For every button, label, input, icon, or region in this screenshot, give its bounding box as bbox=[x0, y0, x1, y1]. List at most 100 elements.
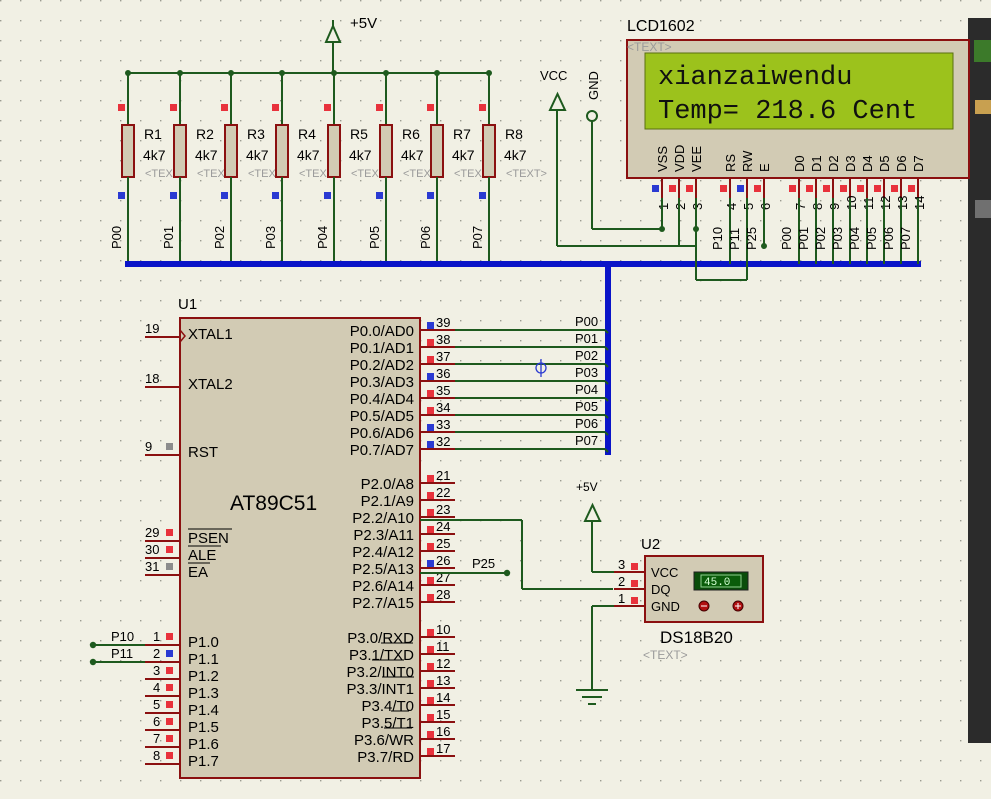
mcu-pin-name: P2.0/A8 bbox=[361, 476, 414, 493]
mcu-pin-name: P3.0/RXD bbox=[347, 630, 414, 647]
lcd-pin-d0[interactable]: D07 bbox=[789, 155, 808, 210]
resistor-value: 4k7 bbox=[143, 147, 166, 163]
sensor-pin-name: GND bbox=[651, 599, 680, 614]
lcd-pin-name: RW bbox=[740, 150, 755, 172]
lcd-pin-d2[interactable]: D29 bbox=[823, 155, 842, 210]
lcd1602-display[interactable]: xianzaiwendu Temp= 218.6 Cent LCD1602 <T… bbox=[626, 18, 970, 281]
cursor-crosshair-icon bbox=[535, 359, 547, 377]
plus5v-sensor-label: +5V bbox=[576, 480, 598, 494]
bus-net-label: P03 bbox=[575, 365, 598, 380]
lcd-pin-number: 11 bbox=[861, 197, 876, 211]
sensor-pin-dq[interactable]: 2DQ bbox=[614, 574, 671, 597]
lcd-pin-rs[interactable]: RS4 bbox=[720, 154, 739, 210]
lcd-pin-d1[interactable]: D18 bbox=[806, 155, 825, 210]
resistor-net-label: P04 bbox=[315, 226, 330, 249]
lcd-pin-number: 4 bbox=[724, 203, 739, 210]
temperature-increase-button[interactable] bbox=[732, 600, 744, 612]
mcu-pin-p0-0[interactable]: P0.0/AD0 39 bbox=[350, 315, 455, 340]
port1-net-label: P11 bbox=[111, 646, 133, 661]
ground-symbol[interactable] bbox=[576, 605, 614, 705]
mcu-pin-number: 39 bbox=[436, 315, 450, 330]
mcu-pin-name: P0.0/AD0 bbox=[350, 323, 414, 340]
vcc-supply-sensor[interactable]: +5V bbox=[576, 480, 614, 573]
lcd-net-label: P07 bbox=[898, 227, 913, 250]
lcd-net-label: P01 bbox=[796, 227, 811, 250]
lcd-pin-number: 8 bbox=[810, 203, 825, 210]
resistor-net-label: P01 bbox=[161, 226, 176, 249]
mcu-pin-number: 35 bbox=[436, 383, 450, 398]
mcu-pin-name: P3.2/INT0 bbox=[346, 664, 414, 681]
temperature-decrease-button[interactable] bbox=[698, 600, 710, 612]
temperature-readout[interactable]: 45.0 bbox=[693, 571, 749, 591]
mcu-pin-number: 31 bbox=[145, 559, 159, 574]
vcc-terminal[interactable]: VCC bbox=[540, 68, 696, 247]
mcu-pin-name: P3.5/T1 bbox=[361, 715, 414, 732]
mcu-pin-number: 11 bbox=[436, 639, 450, 654]
mcu-pin-number: 36 bbox=[436, 366, 450, 381]
plus5v-label: +5V bbox=[350, 15, 377, 32]
data-bus[interactable] bbox=[125, 261, 921, 455]
mcu-pin-number: 5 bbox=[153, 697, 160, 712]
p25-net[interactable]: P25 bbox=[420, 519, 613, 590]
gnd-terminal[interactable]: GND bbox=[586, 71, 662, 230]
lcd-net-label: P02 bbox=[813, 227, 828, 250]
lcd-pin-number: 7 bbox=[793, 203, 808, 210]
mcu-pin-name: PSEN bbox=[188, 530, 229, 547]
vcc-supply-top[interactable]: +5V bbox=[324, 15, 377, 73]
mcu-pin-name: ALE bbox=[188, 547, 216, 564]
mcu-ref: U1 bbox=[178, 296, 197, 313]
lcd-pin-e[interactable]: E6 bbox=[754, 163, 773, 210]
lcd-pin-rw[interactable]: RW5 bbox=[737, 150, 756, 210]
mcu-pin-name: P2.6/A14 bbox=[352, 578, 414, 595]
